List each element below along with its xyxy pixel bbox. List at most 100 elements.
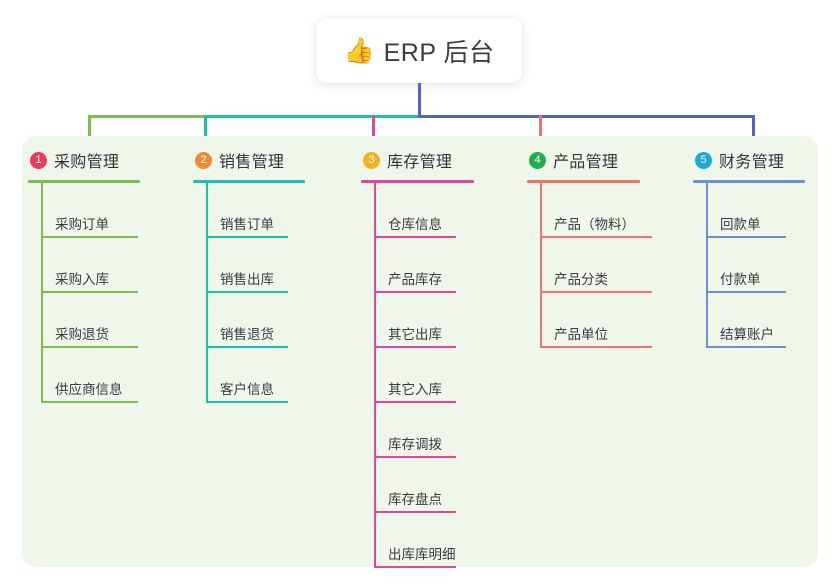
category-column-4: 4 产品管理产品（物料） 产品分类产品单位	[527, 146, 652, 348]
category-header-2[interactable]: 2 销售管理	[193, 146, 305, 174]
category-header-rule	[693, 180, 805, 183]
connector-drop-3	[372, 115, 375, 142]
item-label: 采购入库	[55, 272, 109, 287]
item-underline	[374, 456, 456, 458]
item-vertical-connector	[374, 513, 376, 568]
category-number-badge: 2	[195, 151, 212, 169]
category-column-5: 5 财务管理回款单付款单结算账户	[693, 146, 805, 348]
item-label: 采购退货	[55, 327, 109, 342]
category-item[interactable]: 采购订单	[41, 183, 140, 238]
item-underline	[374, 291, 456, 293]
item-vertical-connector	[41, 348, 43, 403]
item-underline	[41, 236, 138, 238]
item-label: 客户信息	[220, 382, 274, 397]
item-label: 销售退货	[220, 327, 274, 342]
item-label: 出库库明细	[388, 547, 456, 562]
category-item[interactable]: 销售出库	[206, 238, 305, 293]
category-item[interactable]: 库存调拨	[374, 403, 474, 458]
category-header-rule	[527, 180, 640, 183]
item-vertical-connector	[540, 238, 542, 293]
item-underline	[374, 566, 456, 568]
item-label: 产品单位	[554, 327, 608, 342]
category-header-rule	[28, 180, 140, 183]
item-vertical-connector	[374, 403, 376, 458]
category-header-1[interactable]: 1 采购管理	[28, 146, 140, 174]
item-underline	[374, 511, 456, 513]
category-title: 产品管理	[553, 154, 619, 171]
item-vertical-connector	[41, 238, 43, 293]
category-item[interactable]: 产品单位	[540, 293, 652, 348]
category-item-list: 采购订单采购入库采购退货供应商信息	[28, 183, 140, 403]
category-item-list: 销售订单销售出库销售退货客户信息	[193, 183, 305, 403]
category-item[interactable]: 采购退货	[41, 293, 140, 348]
item-label: 其它出库	[388, 327, 442, 342]
item-vertical-connector	[374, 458, 376, 513]
categories-panel: 1 采购管理采购订单采购入库采购退货供应商信息 2 销售管理销售订单销售出库销售退货客…	[22, 136, 818, 568]
connector-hbar-2	[206, 115, 418, 118]
category-item[interactable]: 供应商信息	[41, 348, 140, 403]
category-item[interactable]: 回款单	[706, 183, 805, 238]
item-underline	[540, 236, 652, 238]
connector-drop-2	[204, 115, 207, 142]
category-header-4[interactable]: 4 产品管理	[527, 146, 640, 174]
connector-drop-4	[539, 115, 542, 142]
item-underline	[540, 291, 652, 293]
item-label: 仓库信息	[388, 217, 442, 232]
item-underline	[374, 401, 456, 403]
category-title: 采购管理	[54, 154, 120, 171]
category-item[interactable]: 出库库明细	[374, 513, 474, 568]
item-vertical-connector	[706, 183, 708, 238]
item-label: 付款单	[720, 272, 761, 287]
category-number-badge: 1	[30, 151, 47, 169]
category-item[interactable]: 结算账户	[706, 293, 805, 348]
category-item[interactable]: 产品分类	[540, 238, 652, 293]
item-vertical-connector	[374, 293, 376, 348]
category-item[interactable]: 库存盘点	[374, 458, 474, 513]
connector-hbar-1	[88, 115, 206, 118]
item-vertical-connector	[540, 183, 542, 238]
category-item[interactable]: 客户信息	[206, 348, 305, 403]
category-item[interactable]: 其它出库	[374, 293, 474, 348]
category-number-badge: 5	[695, 151, 712, 169]
category-item[interactable]: 销售退货	[206, 293, 305, 348]
category-item-list: 仓库信息产品库存其它出库其它入库库存调拨库存盘点出库库明细	[361, 183, 474, 568]
item-label: 产品库存	[388, 272, 442, 287]
item-underline	[206, 346, 288, 348]
category-item[interactable]: 付款单	[706, 238, 805, 293]
item-label: 销售出库	[220, 272, 274, 287]
item-label: 供应商信息	[55, 382, 123, 397]
item-underline	[41, 346, 138, 348]
item-vertical-connector	[706, 293, 708, 348]
category-item[interactable]: 其它入库	[374, 348, 474, 403]
item-vertical-connector	[374, 238, 376, 293]
category-item[interactable]: 采购入库	[41, 238, 140, 293]
item-underline	[706, 291, 786, 293]
item-vertical-connector	[206, 293, 208, 348]
category-item[interactable]: 仓库信息	[374, 183, 474, 238]
category-title: 销售管理	[219, 154, 285, 171]
item-vertical-connector	[374, 183, 376, 238]
category-number-badge: 4	[529, 151, 546, 169]
category-title: 财务管理	[719, 154, 785, 171]
item-label: 库存调拨	[388, 437, 442, 452]
category-header-5[interactable]: 5 财务管理	[693, 146, 805, 174]
connector-stem	[418, 83, 421, 117]
root-title-card[interactable]: 👍 ERP 后台	[316, 18, 522, 83]
item-label: 结算账户	[720, 327, 774, 342]
item-label: 产品（物料）	[554, 217, 635, 232]
item-underline	[41, 401, 138, 403]
category-item[interactable]: 产品（物料）	[540, 183, 652, 238]
category-header-rule	[193, 180, 305, 183]
category-item[interactable]: 销售订单	[206, 183, 305, 238]
category-number-badge: 3	[363, 151, 380, 169]
item-vertical-connector	[206, 183, 208, 238]
category-item-list: 回款单付款单结算账户	[693, 183, 805, 348]
item-underline	[374, 236, 456, 238]
category-item[interactable]: 产品库存	[374, 238, 474, 293]
item-vertical-connector	[41, 183, 43, 238]
item-underline	[706, 346, 786, 348]
category-item-list: 产品（物料） 产品分类产品单位	[527, 183, 652, 348]
item-underline	[540, 346, 652, 348]
